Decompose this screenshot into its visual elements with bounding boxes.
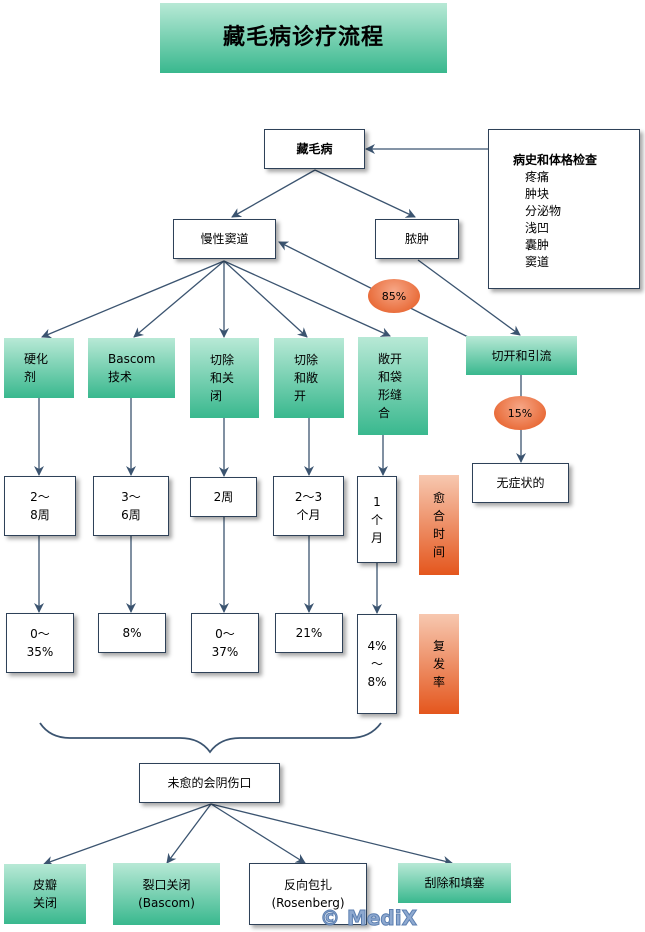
arrow-chronic-to-t1 xyxy=(41,260,225,339)
history-heading: 病史和体格检查 xyxy=(513,153,598,167)
healing-value: 2～3 个月 xyxy=(294,490,323,522)
arrow-root-to-abscess xyxy=(314,169,416,218)
recurrence-1: 0～ 35% xyxy=(6,613,74,673)
arrow-chronic-to-t5 xyxy=(223,260,391,337)
abscess-label: 脓肿 xyxy=(404,232,429,246)
healing-value: 2～ 8周 xyxy=(30,490,50,522)
percent-15-label: 15% xyxy=(507,406,533,420)
option-cleft-closure: 裂口关闭 (Bascom) xyxy=(113,863,220,925)
node-root: 藏毛病 xyxy=(264,129,365,169)
recurrence-4: 21% xyxy=(275,613,343,653)
option-label: 反向包扎 (Rosenberg) xyxy=(271,878,345,910)
option-label: 皮瓣 关闭 xyxy=(32,878,57,910)
arrow-chronic-to-t2 xyxy=(133,260,225,338)
healing-time-2: 3～ 6周 xyxy=(93,476,169,536)
arrow-abscess-to-incision xyxy=(417,259,521,336)
node-chronic-sinus: 慢性窦道 xyxy=(173,219,276,259)
recurrence-value: 8% xyxy=(122,626,142,640)
recurrence-value: 4% ～ 8% xyxy=(367,639,387,689)
treatment-4: 切除 和敞 开 xyxy=(274,338,344,418)
healing-time-4: 2～3 个月 xyxy=(273,476,344,536)
treatment-name: Bascom 技术 xyxy=(108,352,156,384)
history-item: 囊肿 xyxy=(525,238,550,252)
recurrence-5: 4% ～ 8% xyxy=(357,614,397,714)
node-unhealed-wound: 未愈的会阴伤口 xyxy=(139,763,280,803)
recurrence-label: 复 发 率 xyxy=(419,614,459,714)
root-label: 藏毛病 xyxy=(296,142,333,156)
node-incision-drainage: 切开和引流 xyxy=(466,336,577,375)
diagram-title: 藏毛病诊疗流程 xyxy=(160,3,447,73)
healing-time-5: 1 个 月 xyxy=(357,476,397,563)
healing-value: 1 个 月 xyxy=(370,494,383,545)
treatment-name: 敞开 和袋 形缝 合 xyxy=(378,352,403,420)
healing-time-1: 2～ 8周 xyxy=(4,476,76,536)
healing-time-label: 愈 合 时 间 xyxy=(419,475,459,575)
healing-time-3: 2周 xyxy=(190,477,257,517)
node-abscess: 脓肿 xyxy=(375,219,459,259)
treatment-name: 硬化 剂 xyxy=(24,352,49,384)
option-label: 刮除和填塞 xyxy=(424,876,485,890)
option-label: 裂口关闭 (Bascom) xyxy=(138,878,195,910)
unhealed-label: 未愈的会阴伤口 xyxy=(167,776,252,790)
treatment-name: 切除 和关 闭 xyxy=(210,353,235,403)
arrow-root-to-chronic xyxy=(231,169,316,218)
recurrence-label-text: 复 发 率 xyxy=(432,639,445,689)
treatment-3: 切除 和关 闭 xyxy=(190,338,259,418)
treatment-5: 敞开 和袋 形缝 合 xyxy=(358,337,428,435)
history-item: 肿块 xyxy=(525,187,550,201)
treatment-name: 切除 和敞 开 xyxy=(294,353,319,403)
history-item: 浅凹 xyxy=(525,221,550,235)
option-curettage-packing: 刮除和填塞 xyxy=(398,863,511,903)
node-asymptomatic: 无症状的 xyxy=(472,463,569,503)
percent-85-label: 85% xyxy=(381,289,407,303)
recurrence-value: 21% xyxy=(295,626,323,640)
option-flap-closure: 皮瓣 关闭 xyxy=(4,864,86,924)
healing-time-label-text: 愈 合 时 间 xyxy=(432,491,445,559)
recurrence-value: 0～ 37% xyxy=(211,627,239,659)
brace xyxy=(39,722,382,754)
healing-value: 3～ 6周 xyxy=(121,490,141,522)
history-item: 疼痛 xyxy=(525,170,550,184)
incision-drainage-label: 切开和引流 xyxy=(491,348,552,363)
percent-85-badge: 85% xyxy=(368,279,420,313)
recurrence-value: 0～ 35% xyxy=(26,627,54,659)
arrow-chronic-to-t4 xyxy=(223,260,308,338)
treatment-1: 硬化 剂 xyxy=(4,338,74,398)
node-history-exam: 病史和体格检查 疼痛 肿块 分泌物 浅凹 囊肿 窦道 xyxy=(488,129,640,289)
option-reverse-dressing: 反向包扎 (Rosenberg) xyxy=(249,863,367,925)
medix-watermark: © MediX xyxy=(319,906,418,931)
asymptomatic-label: 无症状的 xyxy=(496,476,545,490)
history-item: 窦道 xyxy=(525,255,550,269)
recurrence-3: 0～ 37% xyxy=(191,613,259,673)
healing-value: 2周 xyxy=(213,490,234,504)
percent-15-badge: 15% xyxy=(494,396,546,430)
chronic-sinus-label: 慢性窦道 xyxy=(200,232,249,246)
history-item: 分泌物 xyxy=(525,204,562,218)
title-text: 藏毛病诊疗流程 xyxy=(222,25,384,50)
recurrence-2: 8% xyxy=(98,613,166,653)
treatment-2: Bascom 技术 xyxy=(88,338,175,398)
